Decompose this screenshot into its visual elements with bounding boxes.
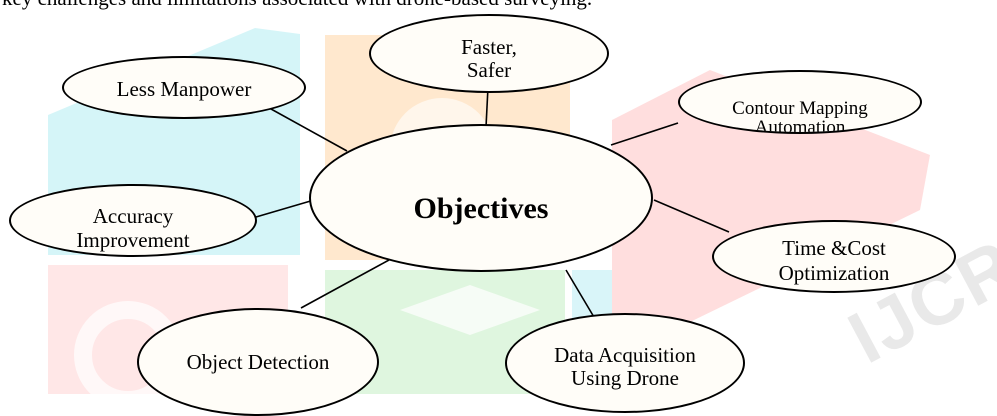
connector-less-manpower <box>261 103 348 152</box>
node-label: Optimization <box>778 261 890 285</box>
node-faster-safer: Faster, Safer <box>369 14 609 93</box>
connector-object-detection <box>300 259 390 309</box>
node-label: Automation <box>754 117 846 134</box>
node-less-manpower: Less Manpower <box>62 56 306 119</box>
node-objectives-center: Objectives <box>309 124 653 272</box>
node-label: Object Detection <box>186 350 330 374</box>
node-label: Time &Cost <box>782 236 886 260</box>
connector-contour-mapping <box>610 122 679 146</box>
document-intro-text: key challenges and limitations associate… <box>0 0 997 10</box>
center-label: Objectives <box>413 192 549 225</box>
node-label: Safer <box>466 58 512 82</box>
connector-accuracy <box>255 199 315 218</box>
node-label: Using Drone <box>571 366 679 390</box>
node-label: Data Acquisition <box>554 343 696 367</box>
node-label: Contour Mapping <box>732 98 868 119</box>
node-time-cost: Time &Cost Optimization <box>712 220 956 293</box>
node-contour-mapping: Contour Mapping Automation <box>678 70 922 134</box>
node-accuracy-improvement: Accuracy Improvement <box>9 184 257 257</box>
watermark-red-block <box>612 70 930 360</box>
node-label: Less Manpower <box>116 77 252 101</box>
connector-faster-safer <box>485 86 489 128</box>
node-label: Accuracy <box>92 204 174 228</box>
connector-time-cost <box>653 199 730 233</box>
watermark-cap-icon <box>400 285 540 335</box>
node-data-acquisition: Data Acquisition Using Drone <box>505 313 745 413</box>
node-label: Improvement <box>76 228 190 252</box>
node-object-detection: Object Detection <box>137 308 379 416</box>
objectives-connectors <box>255 86 730 340</box>
node-label: Faster, <box>461 35 517 59</box>
